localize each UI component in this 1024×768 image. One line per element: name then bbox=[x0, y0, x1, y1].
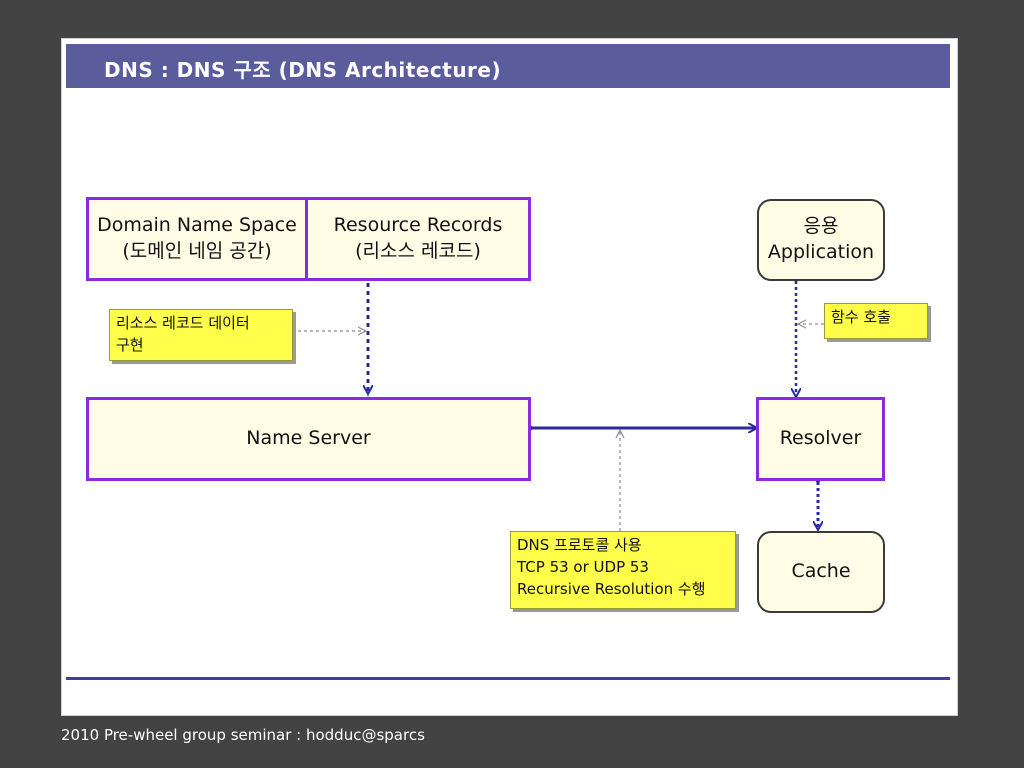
application-box: 응용 Application bbox=[757, 199, 885, 281]
bottom-divider bbox=[66, 677, 950, 680]
note-line: 리소스 레코드 데이터 bbox=[116, 314, 250, 332]
domain-name-space-label: Domain Name Space bbox=[97, 214, 297, 237]
name-server-box: Name Server bbox=[86, 397, 531, 481]
resource-records-korean: (리소스 레코드) bbox=[355, 240, 481, 262]
slide-footer: 2010 Pre-wheel group seminar : hodduc@sp… bbox=[61, 726, 425, 744]
application-label: Application bbox=[767, 241, 875, 263]
cache-label: Cache bbox=[791, 560, 851, 583]
name-server-label: Name Server bbox=[246, 427, 371, 450]
domain-name-space-korean: (도메인 네임 공간) bbox=[122, 240, 272, 262]
slide-title: DNS : DNS 구조 (DNS Architecture) bbox=[104, 58, 502, 82]
dns-protocol-note: DNS 프로토콜 사용 TCP 53 or UDP 53 Recursive R… bbox=[510, 531, 736, 609]
resolver-label: Resolver bbox=[779, 427, 862, 450]
application-korean: 응용 bbox=[803, 215, 839, 238]
title-bar: DNS : DNS 구조 (DNS Architecture) bbox=[66, 44, 950, 88]
cache-box: Cache bbox=[757, 531, 885, 613]
note-line: 구현 bbox=[116, 335, 144, 354]
note-line: Recursive Resolution 수행 bbox=[517, 579, 706, 598]
note-line: DNS 프로토콜 사용 bbox=[517, 536, 642, 554]
domain-name-space-box: Domain Name Space (도메인 네임 공간) bbox=[86, 197, 308, 281]
resource-record-impl-note: 리소스 레코드 데이터 구현 bbox=[109, 309, 293, 361]
function-call-note: 함수 호출 bbox=[824, 303, 928, 339]
slide: DNS : DNS 구조 (DNS Architecture) Domain N… bbox=[61, 38, 958, 716]
note-line: 함수 호출 bbox=[831, 308, 891, 326]
resource-records-box: Resource Records (리소스 레코드) bbox=[305, 197, 531, 281]
resolver-box: Resolver bbox=[756, 397, 885, 481]
note-line: TCP 53 or UDP 53 bbox=[517, 557, 649, 576]
resource-records-label: Resource Records bbox=[333, 214, 503, 237]
